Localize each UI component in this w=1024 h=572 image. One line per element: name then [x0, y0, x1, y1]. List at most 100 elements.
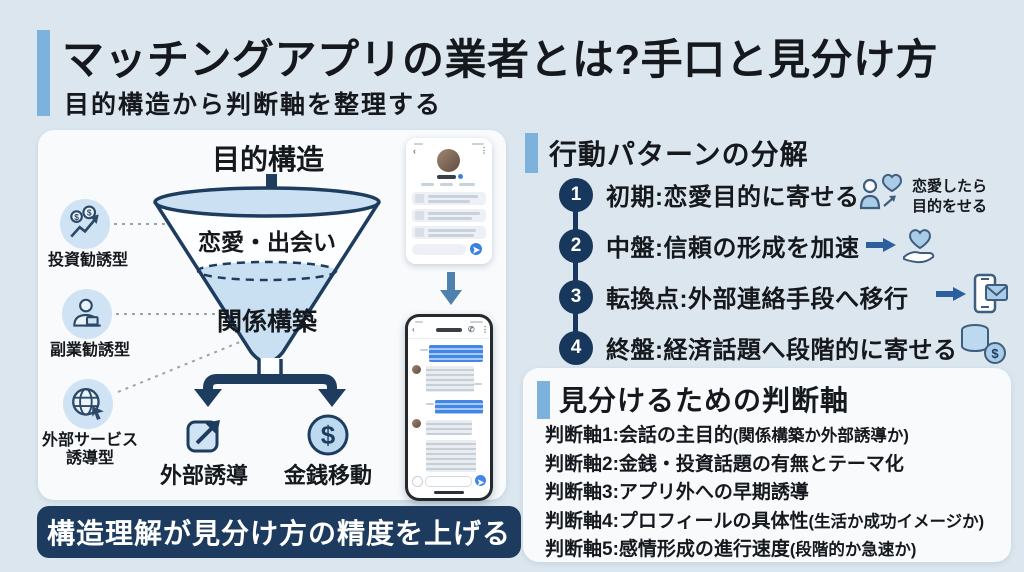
coins-icon: $	[961, 324, 1006, 364]
criteria-list: 判断軸1:会話の主目的(関係構築か外部誘導か) 判断軸2:金銭・投資話題の有無と…	[545, 422, 984, 565]
chat-screen: ‹ ✆ ⋮	[408, 317, 490, 498]
external-link-icon	[186, 420, 220, 453]
step-text: 中盤:信頼の形成を加速	[606, 235, 860, 262]
funnel-top-rim	[153, 186, 381, 218]
profile-message-row	[412, 209, 486, 222]
verified-badge-icon	[458, 174, 463, 179]
chat-bubble-received	[423, 417, 475, 438]
step-number-badge: 2	[559, 228, 593, 263]
arrow-right-icon	[866, 238, 896, 252]
chat-bubble-sent	[426, 342, 486, 365]
dashed-connectors	[114, 223, 241, 393]
arrow-right-icon	[936, 287, 966, 301]
funnel-mid-surface	[198, 262, 336, 280]
scam-type-sidejob-label: 副業勧誘型	[49, 342, 130, 359]
status-time	[414, 143, 423, 145]
criteria-item-3: 判断軸3:アプリ外への早期誘導	[545, 482, 809, 503]
more-icon: ⋮	[480, 146, 488, 155]
scam-type-external-service	[63, 379, 113, 429]
step-number-badge: 4	[559, 330, 593, 365]
heart-hand-icon	[903, 229, 935, 264]
funnel-lower-fill	[198, 271, 336, 361]
profile-avatar	[437, 149, 460, 172]
funnel-title: 目的構造	[211, 144, 324, 175]
criteria-heading: 見分けるための判断軸	[559, 385, 850, 416]
funnel-stage1-label: 恋愛・出会い	[198, 229, 336, 255]
behavior-heading: 行動パターンの分解	[549, 139, 809, 170]
scam-type-external-service-label: 外部サービス 誘導型	[41, 432, 138, 468]
criteria-item-2: 判断軸2:金銭・投資話題の有無とテーマ化	[545, 453, 904, 475]
profile-message-row	[412, 226, 486, 239]
step-text: 終盤:経済話題へ段階的に寄せる	[606, 337, 958, 364]
send-button[interactable]	[470, 243, 482, 255]
conclusion-banner: 構造理解が見分け方の精度を上げる	[37, 506, 521, 558]
back-icon[interactable]: ‹	[412, 325, 415, 334]
step-1-note: 恋愛したら 目的をせる	[912, 178, 988, 215]
criteria-item-4: 判断軸4:プロフィールの具体性(生活か成功イメージか)	[545, 510, 985, 532]
arrow-between-phones-head	[440, 290, 462, 305]
send-button[interactable]	[475, 475, 486, 486]
person-heart-icon	[859, 173, 903, 210]
svg-text:$: $	[87, 208, 92, 218]
outcome-money-label: 金銭移動	[283, 463, 372, 488]
svg-text:$: $	[991, 346, 999, 361]
step-number-badge: 3	[559, 279, 593, 314]
funnel-diagram: $	[114, 174, 381, 456]
funnel-spout	[260, 358, 280, 377]
profile-message-row	[412, 192, 486, 205]
arrow-between-phones	[447, 272, 455, 290]
scam-type-investment: $ $	[60, 199, 110, 249]
chat-avatar	[412, 365, 421, 374]
svg-text:$: $	[74, 212, 79, 222]
investment-chart-icon: $ $	[70, 205, 99, 238]
send-icon	[473, 246, 480, 254]
arrow-to-external	[194, 389, 222, 407]
person-laptop-icon	[73, 298, 101, 327]
behavior-step-3: 3 転換点:外部連絡手段へ移行	[559, 279, 909, 314]
chat-input[interactable]	[425, 476, 472, 487]
conclusion-text: 構造理解が見分け方の精度を上げる	[46, 518, 511, 549]
behavior-accent-bar	[525, 133, 538, 173]
step-text: 初期:恋愛目的に寄せる	[606, 184, 860, 211]
title-accent-bar	[37, 30, 50, 116]
attach-icon[interactable]	[412, 476, 423, 487]
chat-bubble-sent	[432, 397, 486, 417]
phone-profile-screenshot: ‹ ⋮	[406, 138, 492, 264]
send-icon	[477, 479, 485, 486]
phone-message-icon	[973, 273, 1008, 314]
call-icon[interactable]: ✆	[468, 325, 475, 334]
chat-avatar	[412, 419, 421, 428]
funnel-stage2-label: 関係構築	[216, 308, 317, 336]
chat-bubble-received	[423, 437, 479, 475]
criteria-accent-bar	[537, 381, 550, 419]
split-pipe	[203, 374, 337, 391]
outcome-external-label: 外部誘導	[159, 463, 248, 488]
back-icon: ‹	[413, 146, 416, 156]
profile-name	[437, 175, 456, 179]
step-text: 転換点:外部連絡手段へ移行	[606, 286, 909, 313]
criteria-item-1: 判断軸1:会話の主目的(関係構築か外部誘導か)	[545, 425, 909, 446]
phone-chat-screenshot: ‹ ✆ ⋮	[405, 314, 493, 501]
home-indicator	[434, 491, 464, 494]
more-icon[interactable]: ⋮	[481, 325, 489, 334]
criteria-panel: 見分けるための判断軸 判断軸1:会話の主目的(関係構築か外部誘導か) 判断軸2:…	[523, 368, 1011, 562]
criteria-item-5: 判断軸5:感情形成の進行速度(段階的か急速か)	[545, 539, 917, 560]
behavior-step-4: 4 終盤:経済話題へ段階的に寄せる	[559, 330, 958, 365]
globe-cursor-icon	[72, 388, 104, 420]
behavior-step-2: 2 中盤:信頼の形成を加速	[559, 228, 860, 263]
dollar-circle-icon: $	[307, 414, 349, 456]
page-title: マッチングアプリの業者とは?手口と見分け方	[62, 36, 939, 83]
behavior-step-1: 1 初期:恋愛目的に寄せる	[559, 177, 860, 212]
step-number-badge: 1	[559, 177, 593, 212]
page-subtitle: 目的構造から判断軸を整理する	[64, 91, 443, 119]
arrow-to-money	[318, 389, 346, 407]
scam-type-investment-label: 投資勧誘型	[47, 252, 128, 269]
message-input[interactable]	[412, 244, 466, 255]
scam-type-sidejob	[62, 289, 112, 339]
svg-text:$: $	[321, 420, 336, 450]
chat-title	[436, 328, 462, 332]
funnel-diagram-panel: $ 目的構造 恋愛・出会い 関係構築 外部誘導 金銭移動 $ $ 投資勧誘型	[38, 130, 506, 501]
status-icons	[472, 143, 484, 145]
step-connector-line	[573, 194, 578, 348]
